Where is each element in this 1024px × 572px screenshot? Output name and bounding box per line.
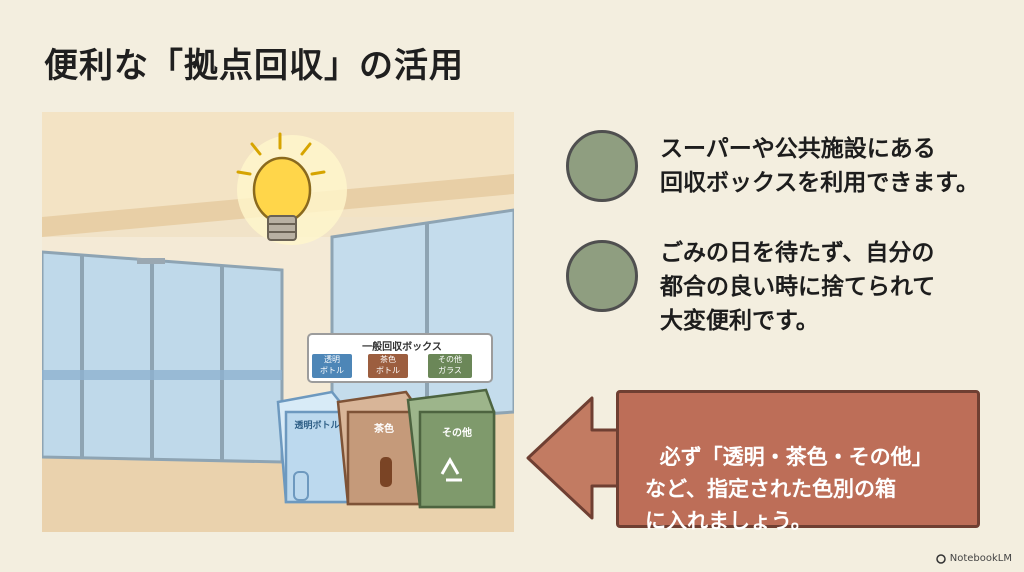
recycling-illustration: 一般回収ボックス 透明 ボトル 茶色 ボトル その他 ガラス 透明ボトル 茶色 …: [42, 112, 514, 532]
recycle-box-header: 一般回収ボックス: [362, 342, 442, 353]
bullet-circle-2: [566, 240, 638, 312]
bin-label-other: その他: [442, 428, 472, 439]
store-scene-image: [42, 112, 514, 532]
bin-label-brown: 茶色: [374, 424, 394, 435]
bullet-text-1: スーパーや公共施設にある 回収ボックスを利用できます。: [660, 136, 980, 196]
callout-text: 必ず「透明・茶色・その他」 など、指定された色別の箱 に入れましょう。: [645, 445, 933, 533]
callout-box: 必ず「透明・茶色・その他」 など、指定された色別の箱 に入れましょう。: [616, 390, 980, 533]
bin-label-clear: 透明ボトル: [294, 421, 340, 431]
page-title: 便利な「拠点回収」の活用: [44, 46, 464, 86]
bullet-circle-1: [566, 130, 638, 202]
notebooklm-logo-icon: [936, 553, 946, 564]
sign-brown-bottle: 茶色 ボトル: [368, 354, 408, 378]
left-arrow-icon: [526, 396, 622, 520]
brand-watermark: NotebookLM: [936, 553, 1012, 564]
brand-text: NotebookLM: [949, 553, 1012, 564]
sign-clear-bottle: 透明 ボトル: [312, 354, 352, 378]
sign-other-glass: その他 ガラス: [428, 354, 472, 378]
bullet-text-2: ごみの日を待たず、自分の 都合の良い時に捨てられて 大変便利です。: [660, 240, 936, 334]
